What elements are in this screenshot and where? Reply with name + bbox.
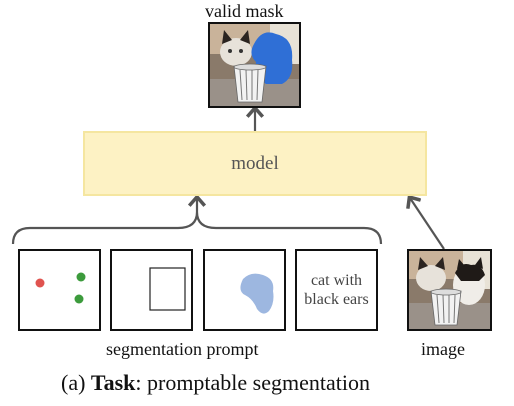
image-label: image <box>421 339 465 359</box>
box-prompt-box <box>110 249 193 331</box>
box-prompt-icon <box>149 267 186 311</box>
figure-caption: (a) Task: promptable segmentation <box>61 370 370 396</box>
text-prompt-line-1: cat with <box>310 272 363 289</box>
input-image <box>407 249 492 331</box>
mask-prompt-icon <box>240 273 274 314</box>
caption-rest: : promptable segmentation <box>135 370 370 395</box>
caption-prefix: (a) <box>61 370 91 395</box>
valid-mask-image <box>208 22 301 108</box>
prompt-brace <box>11 211 383 245</box>
mask-prompt-box <box>203 249 286 331</box>
text-prompt-box: cat with black ears <box>295 249 378 331</box>
model-label: model <box>231 152 279 174</box>
point-prompt-box <box>18 249 101 331</box>
image-to-model-arrow <box>410 198 445 250</box>
model-box: model <box>83 131 427 196</box>
caption-bold: Task <box>90 370 136 395</box>
segmentation-prompt-label: segmentation prompt <box>106 339 259 359</box>
text-prompt-line-2: black ears <box>304 291 369 308</box>
valid-mask-label: valid mask <box>205 1 284 21</box>
point-prompts-icon <box>35 272 86 304</box>
